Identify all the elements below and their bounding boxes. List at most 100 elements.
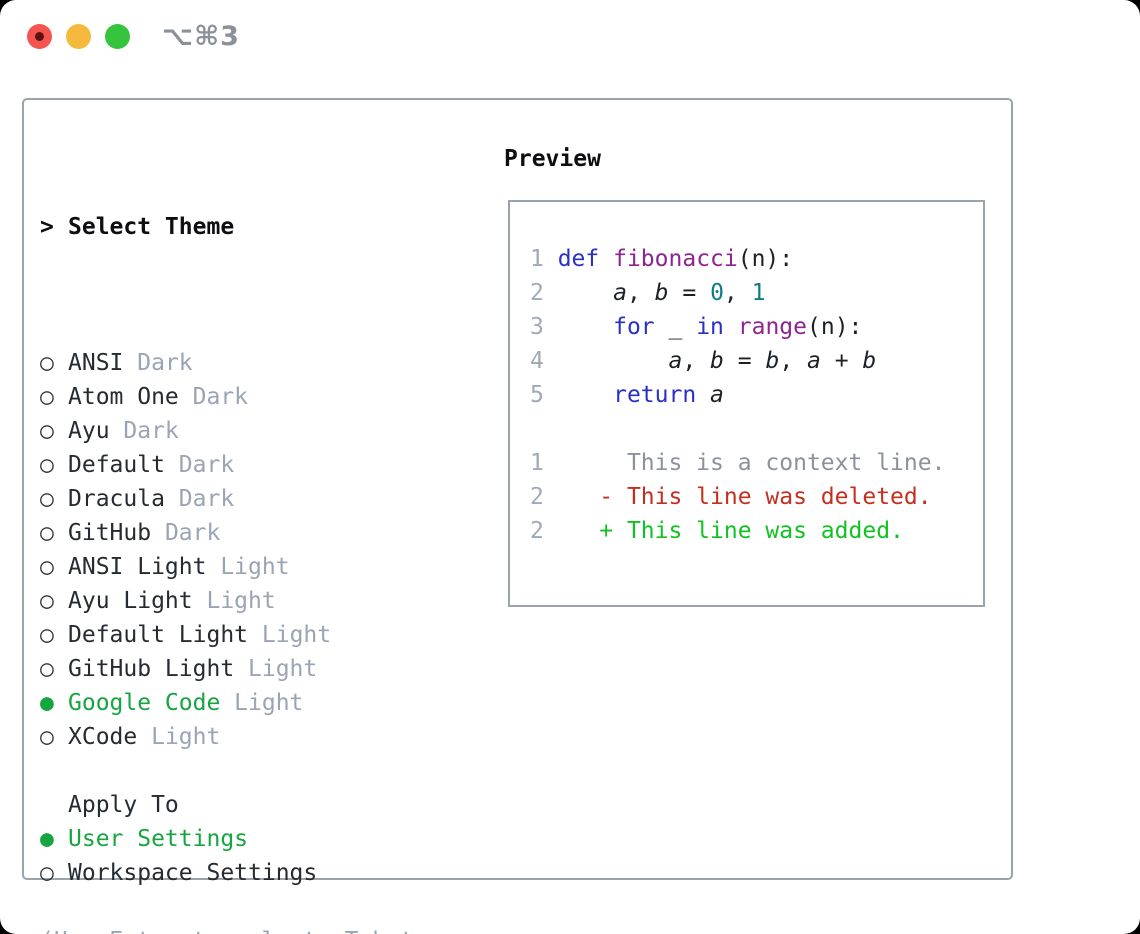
code-segment: b xyxy=(765,348,780,374)
theme-name: ANSI Light xyxy=(68,554,221,580)
radio-icon: ○ xyxy=(40,452,54,478)
close-button[interactable] xyxy=(27,24,52,49)
code-segment: - This line was deleted. xyxy=(543,484,932,510)
theme-variant-tag: Light xyxy=(151,724,221,750)
code-segment xyxy=(599,246,613,272)
theme-variant-tag: Light xyxy=(234,690,304,716)
radio-icon: ○ xyxy=(40,418,54,444)
code-segment: 3 xyxy=(530,314,558,340)
left-column: >Select Theme ○ANSI Dark○Atom One Dark○A… xyxy=(40,142,428,934)
theme-option-dracula[interactable]: ○Dracula Dark xyxy=(40,482,428,516)
code-line: 4 a, b = b, a + b xyxy=(530,344,945,378)
code-segment xyxy=(558,314,613,340)
theme-option-atom-one[interactable]: ○Atom One Dark xyxy=(40,380,428,414)
minimize-button[interactable] xyxy=(66,24,91,49)
apply-to-header: Apply To xyxy=(68,792,179,818)
code-segment: a xyxy=(613,280,627,306)
radio-icon: ○ xyxy=(40,520,54,546)
code-segment: return xyxy=(613,382,697,408)
code-segment: 1 xyxy=(530,246,558,272)
radio-icon: ○ xyxy=(40,588,54,614)
code-segment: a xyxy=(807,348,821,374)
diff-deleted-line: 2 - This line was deleted. xyxy=(530,480,945,514)
help-text-line: (Use Enter to select, Tab to xyxy=(40,924,428,934)
code-line: 5 return a xyxy=(530,378,945,412)
theme-option-ayu[interactable]: ○ Ayu Dark xyxy=(40,414,428,448)
theme-name: Default xyxy=(68,452,179,478)
theme-name: Atom One xyxy=(68,384,193,410)
code-segment: b xyxy=(654,280,669,306)
theme-name: Google Code xyxy=(68,690,235,716)
theme-name: Ayu xyxy=(68,418,124,444)
code-segment xyxy=(558,348,669,374)
code-segment: range xyxy=(737,314,807,340)
theme-picker-panel: >Select Theme ○ANSI Dark○Atom One Dark○A… xyxy=(22,98,1013,934)
code-segment xyxy=(696,382,710,408)
theme-option-google-code[interactable]: ●Google Code Light xyxy=(40,686,428,720)
code-segment: (n): xyxy=(737,246,794,272)
theme-variant-tag: Light xyxy=(261,622,332,648)
apply-option-label: User Settings xyxy=(68,826,249,852)
apply-option-label: Workspace Settings xyxy=(68,860,318,886)
code-segment: + This line was added. xyxy=(543,518,904,544)
code-segment: , xyxy=(626,280,655,306)
theme-variant-tag: Light xyxy=(220,554,290,580)
spacer-row xyxy=(40,890,428,924)
blank-line xyxy=(530,412,945,446)
code-segment: fibonacci xyxy=(613,246,738,272)
theme-name: ANSI xyxy=(68,350,138,376)
theme-option-ayu-light[interactable]: ○ Ayu Light Light xyxy=(40,584,428,618)
code-segment: b xyxy=(710,348,724,374)
theme-name: XCode xyxy=(68,724,152,750)
code-segment xyxy=(558,280,613,306)
code-segment: 0 xyxy=(710,280,724,306)
theme-option-github-light[interactable]: ○GitHub Light Light xyxy=(40,652,428,686)
apply-option-user-settings[interactable]: ● User Settings xyxy=(40,822,428,856)
theme-variant-tag: Dark xyxy=(123,418,179,444)
theme-option-default[interactable]: ○Default Dark xyxy=(40,448,428,482)
code-line: 2 a, b = 0, 1 xyxy=(530,276,945,310)
selected-radio-icon: ● xyxy=(40,826,54,852)
code-segment: , xyxy=(723,280,752,306)
help-text: (Use Enter to select, Tab to xyxy=(40,928,428,934)
theme-variant-tag: Dark xyxy=(192,384,249,410)
code-segment: 4 xyxy=(530,348,558,374)
theme-name: Dracula xyxy=(68,486,179,512)
code-segment: _ xyxy=(654,314,697,340)
code-segment: in xyxy=(696,314,724,340)
code-segment: , xyxy=(779,348,808,374)
theme-option-default-light[interactable]: ○Default Light Light xyxy=(40,618,428,652)
code-segment: 1 xyxy=(751,280,766,306)
code-segment: def xyxy=(557,246,600,272)
diff-added-line: 2 + This line was added. xyxy=(530,514,945,548)
theme-option-github[interactable]: ○ GitHub Dark xyxy=(40,516,428,550)
code-segment: = xyxy=(668,280,711,306)
theme-variant-tag: Dark xyxy=(178,486,235,512)
theme-option-ansi[interactable]: ○ANSI Dark xyxy=(40,346,428,380)
theme-name: Ayu Light xyxy=(68,588,207,614)
theme-variant-tag: Dark xyxy=(137,350,193,376)
theme-name: GitHub Light xyxy=(68,656,249,682)
theme-variant-tag: Dark xyxy=(164,520,221,546)
spacer-row xyxy=(40,754,428,788)
radio-icon: ○ xyxy=(40,622,54,648)
theme-variant-tag: Light xyxy=(248,656,318,682)
theme-option-ansi-light[interactable]: ○ANSI Light Light xyxy=(40,550,428,584)
theme-name: GitHub xyxy=(68,520,165,546)
select-theme-header: Select Theme xyxy=(68,214,235,240)
zoom-button[interactable] xyxy=(105,24,130,49)
code-segment: (n): xyxy=(807,314,863,340)
apply-option-workspace-settings[interactable]: ○Workspace Settings xyxy=(40,856,428,890)
code-segment: a xyxy=(668,348,683,374)
theme-variant-tag: Light xyxy=(206,588,276,614)
code-segment: 1 xyxy=(530,450,544,476)
window-title: ⌥⌘3 xyxy=(162,21,240,52)
code-segment: a xyxy=(710,382,724,408)
code-line: 1 def fibonacci(n): xyxy=(530,242,945,276)
theme-option-xcode[interactable]: ○XCode Light xyxy=(40,720,428,754)
code-segment: for xyxy=(613,314,655,340)
prompt-caret-icon: > xyxy=(40,214,54,240)
